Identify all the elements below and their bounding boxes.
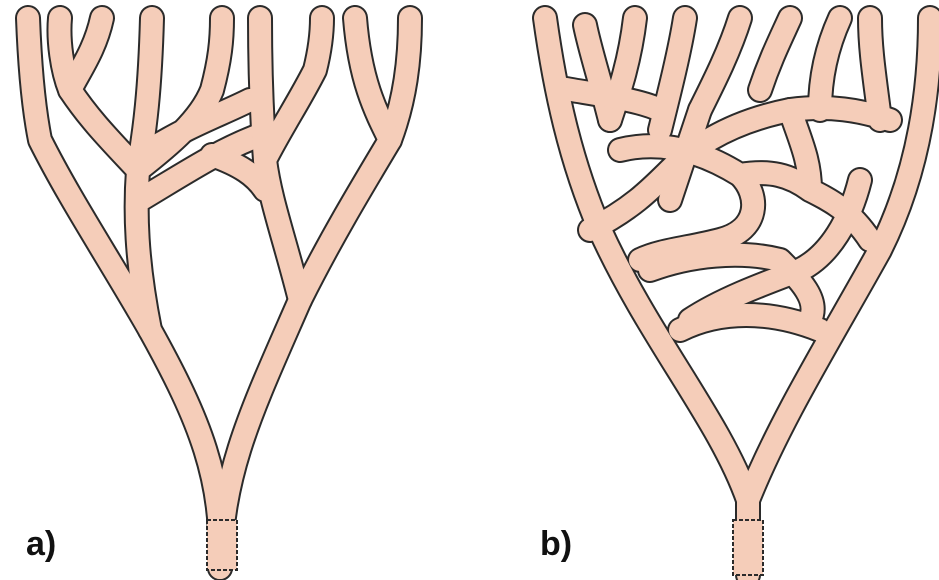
panel-a-label: a) <box>26 527 56 561</box>
panel-b-loop-network <box>545 18 930 575</box>
panel-a-tree-network <box>28 18 410 570</box>
panel-b-label: b) <box>540 527 572 561</box>
